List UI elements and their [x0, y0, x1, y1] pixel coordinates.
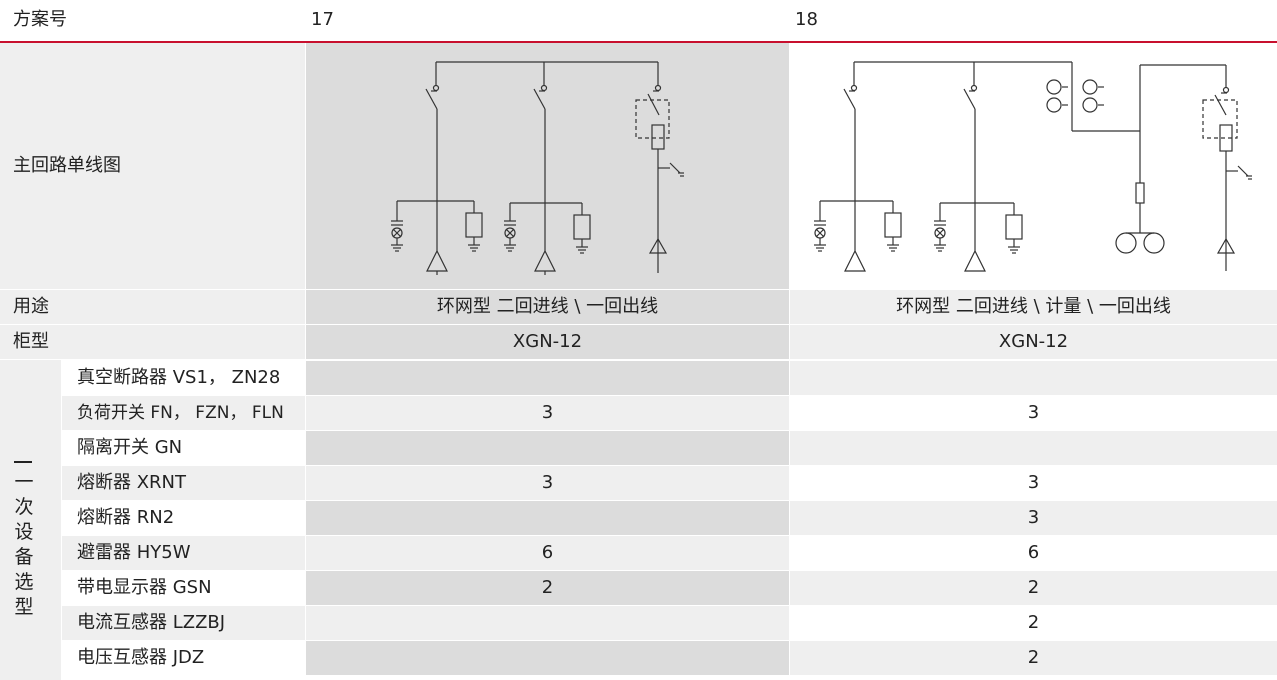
- equipment-18-qty: 3: [1027, 472, 1040, 493]
- purpose-18-value: 环网型 二回进线 \ 计量 \ 一回出线: [896, 296, 1171, 317]
- equipment-name: 电流互感器 LZZBJ: [77, 612, 226, 633]
- equipment-17-cell: [306, 536, 789, 570]
- diagram-17-cell: [306, 43, 789, 289]
- header-row: [0, 0, 1277, 41]
- equipment-name-cell: [62, 641, 305, 675]
- purpose-label: 用途: [13, 296, 49, 317]
- equipment-18-qty: 6: [1027, 542, 1040, 563]
- equipment-17-cell: [306, 641, 789, 675]
- equipment-17-cell: [306, 431, 789, 465]
- equipment-17-cell: [306, 501, 789, 535]
- equipment-18-cell: [790, 361, 1277, 395]
- purpose-17-value: 环网型 二回进线 \ 一回出线: [436, 296, 659, 317]
- equipment-name: 负荷开关 FN， FZN， FLN: [77, 403, 284, 423]
- equipment-17-qty: 3: [541, 472, 554, 493]
- equipment-18-cell: [790, 466, 1277, 500]
- equipment-18-qty: 2: [1027, 612, 1040, 633]
- purpose-17-cell: [306, 290, 789, 324]
- equipment-name-cell: [62, 571, 305, 605]
- cabinet-label-cell: [0, 325, 305, 359]
- equipment-17-cell: [306, 606, 789, 640]
- cabinet-label: 柜型: [13, 331, 49, 352]
- header-accent-line: [0, 41, 1277, 43]
- equipment-17-qty: 2: [541, 577, 554, 598]
- equipment-name: 隔离开关 GN: [77, 437, 183, 458]
- group-dash: [14, 461, 32, 463]
- cabinet-18-cell: [790, 325, 1277, 359]
- equipment-17-cell: [306, 571, 789, 605]
- equipment-name: 电压互感器 JDZ: [77, 647, 205, 668]
- equipment-group-cell: [0, 360, 61, 680]
- equipment-18-cell: [790, 571, 1277, 605]
- equipment-17-cell: [306, 361, 789, 395]
- cabinet-18-value: XGN-12: [998, 331, 1069, 352]
- equipment-name-cell: [62, 501, 305, 535]
- equipment-18-cell: [790, 536, 1277, 570]
- equipment-18-qty: 3: [1027, 507, 1040, 528]
- scheme-18-number: 18: [795, 9, 818, 30]
- equipment-name: 熔断器 RN2: [77, 507, 175, 528]
- cabinet-17-cell: [306, 325, 789, 359]
- equipment-name-cell: [62, 431, 305, 465]
- diagram-label-cell: [0, 43, 305, 289]
- equipment-18-qty: 3: [1027, 402, 1040, 423]
- diagram-row-label: 主回路单线图: [13, 155, 121, 176]
- header-label: 方案号: [13, 9, 67, 30]
- equipment-group-label: 一次设备选型: [14, 471, 34, 618]
- single-line-diagram-17: [391, 61, 684, 275]
- equipment-name-cell: [62, 536, 305, 570]
- equipment-18-qty: 2: [1027, 577, 1040, 598]
- single-line-diagram-18: [814, 61, 1252, 272]
- equipment-18-qty: 2: [1027, 647, 1040, 668]
- equipment-name-cell: [62, 396, 305, 430]
- equipment-name: 熔断器 XRNT: [77, 472, 187, 493]
- equipment-18-cell: [790, 396, 1277, 430]
- purpose-18-cell: [790, 290, 1277, 324]
- equipment-17-cell: [306, 466, 789, 500]
- equipment-17-qty: 6: [541, 542, 554, 563]
- cabinet-17-value: XGN-12: [512, 331, 583, 352]
- equipment-name: 带电显示器 GSN: [77, 577, 212, 598]
- diagram-18-cell: [790, 43, 1277, 289]
- equipment-name-cell: [62, 361, 305, 395]
- purpose-label-cell: [0, 290, 305, 324]
- equipment-17-cell: [306, 396, 789, 430]
- equipment-name: 真空断路器 VS1， ZN28: [77, 367, 281, 388]
- scheme-17-number: 17: [311, 9, 334, 30]
- equipment-18-cell: [790, 641, 1277, 675]
- equipment-name-cell: [62, 606, 305, 640]
- equipment-17-qty: 3: [541, 402, 554, 423]
- equipment-name: 避雷器 HY5W: [77, 542, 191, 563]
- equipment-name-cell: [62, 466, 305, 500]
- equipment-18-cell: [790, 431, 1277, 465]
- equipment-18-cell: [790, 501, 1277, 535]
- equipment-18-cell: [790, 606, 1277, 640]
